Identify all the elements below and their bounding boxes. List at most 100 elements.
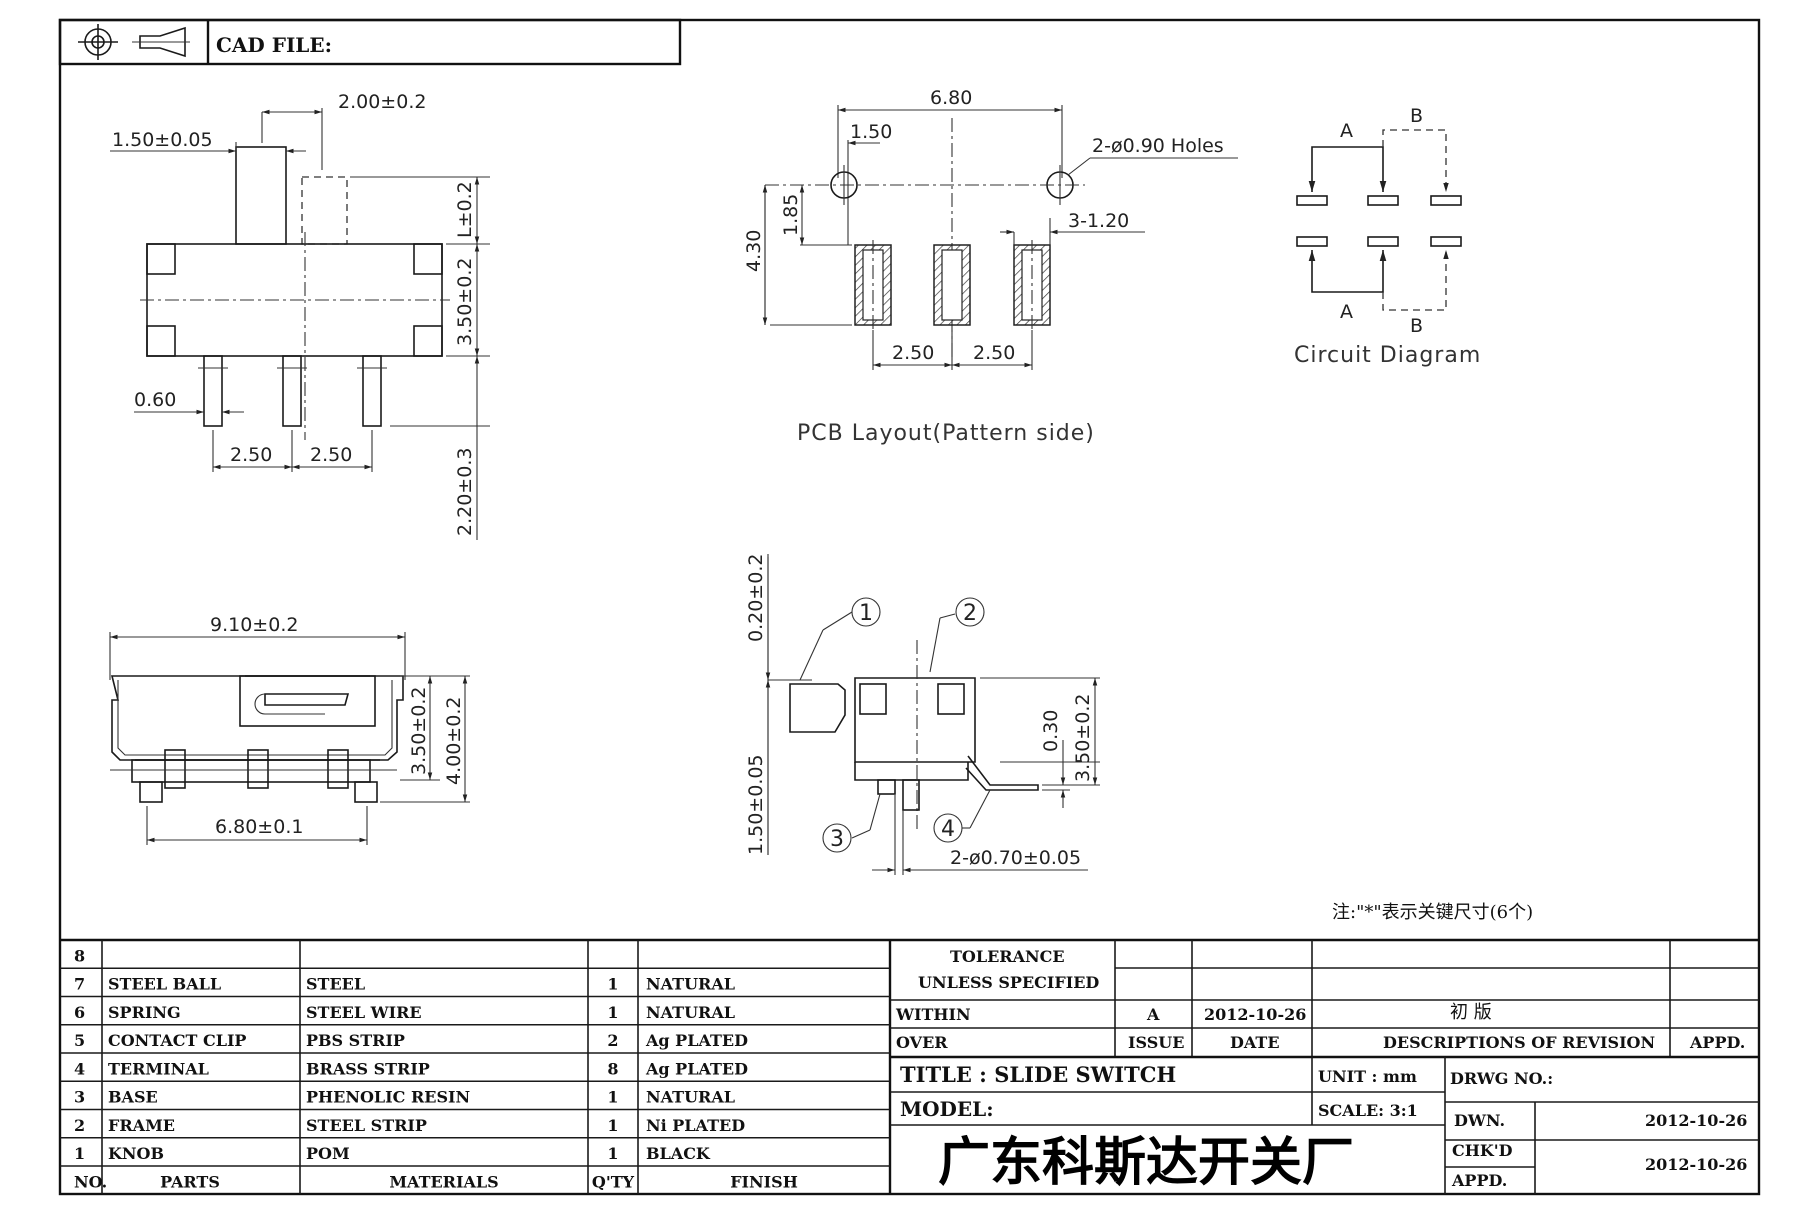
section-view: 0.20±0.2 1 2 3 4 1.50±0.05 0.30 (745, 554, 1100, 875)
callout-4: 4 (941, 817, 955, 842)
table-cell-qty: 1 (607, 1003, 618, 1022)
table-cell-material: PBS STRIP (306, 1031, 405, 1050)
table-cell-no: 3 (74, 1088, 85, 1107)
table-cell-part: STEEL BALL (108, 975, 221, 994)
drawing-number-label: DRWG NO.: (1450, 1069, 1553, 1088)
table-cell-qty: 1 (607, 1088, 618, 1107)
table-cell-qty: 8 (607, 1059, 618, 1078)
table-header-cell: Q'TY (592, 1172, 635, 1191)
dim-pin-width: 0.60 (134, 389, 176, 411)
dim-knob-width: 1.50±0.05 (112, 129, 213, 151)
unless-specified-label: UNLESS SPECIFIED (918, 973, 1099, 992)
sec-dim-knob-height: 1.50±0.05 (745, 754, 767, 855)
pcb-dim-holes: 2-ø0.90 Holes (1092, 135, 1224, 157)
key-dimension-note: 注:"*"表示关键尺寸(6个) (1332, 902, 1533, 923)
checked-label: CHK'D (1452, 1141, 1513, 1160)
table-cell-part: BASE (108, 1088, 158, 1107)
sec-dim-knob-protrusion: 0.20±0.2 (745, 554, 767, 642)
table-cell-qty: 2 (607, 1031, 618, 1050)
revision-description: 初 版 (1450, 1002, 1492, 1023)
sec-dim-body-height: 3.50±0.2 (1072, 694, 1094, 782)
dim-total-height-side: 4.00±0.2 (443, 697, 465, 785)
circuit-label-b-top: B (1410, 105, 1423, 127)
table-cell-no: 2 (74, 1116, 85, 1135)
callout-2: 2 (963, 601, 977, 626)
table-cell-finish: NATURAL (646, 1003, 735, 1022)
company-name: 广东科斯达开关厂 (938, 1133, 1354, 1193)
pcb-dim-pitch-1: 2.50 (892, 342, 934, 364)
table-cell-material: PHENOLIC RESIN (306, 1088, 470, 1107)
checked-date: 2012-10-26 (1645, 1155, 1747, 1174)
callout-1: 1 (859, 601, 873, 626)
table-cell-finish: Ni PLATED (646, 1116, 745, 1135)
tolerance-label: TOLERANCE (950, 947, 1065, 966)
table-cell-no: 8 (74, 946, 85, 965)
dim-body-height: 3.50±0.2 (454, 258, 476, 346)
table-header-cell: MATERIALS (389, 1172, 498, 1191)
table-cell-part: SPRING (108, 1003, 181, 1022)
table-cell-qty: 1 (607, 1116, 618, 1135)
over-label: OVER (896, 1033, 948, 1052)
circuit-diagram: A B A B Circuit Diagram (1294, 105, 1481, 368)
table-cell-part: CONTACT CLIP (108, 1031, 246, 1050)
drawing-title: TITLE : SLIDE SWITCH (900, 1062, 1176, 1087)
table-header-cell: FINISH (730, 1172, 798, 1191)
title-block: TOLERANCE UNLESS SPECIFIED WITHIN OVER A… (890, 940, 1759, 1194)
callout-3: 3 (830, 827, 844, 852)
model-label: MODEL: (900, 1097, 994, 1121)
sec-dim-lug-diameter: 2-ø0.70±0.05 (950, 847, 1081, 869)
approved-label: APPD. (1451, 1171, 1507, 1190)
sec-dim-terminal-thickness: 0.30 (1040, 710, 1062, 752)
circuit-label-a-bottom: A (1340, 301, 1353, 323)
table-cell-no: 1 (74, 1144, 85, 1163)
table-cell-material: STEEL WIRE (306, 1003, 422, 1022)
table-header-cell: PARTS (160, 1172, 220, 1191)
table-cell-qty: 1 (607, 1144, 618, 1163)
table-cell-part: TERMINAL (108, 1059, 209, 1078)
table-cell-no: 5 (74, 1031, 85, 1050)
table-cell-finish: NATURAL (646, 1088, 735, 1107)
table-cell-no: 7 (74, 975, 85, 994)
revision-date: 2012-10-26 (1204, 1005, 1306, 1024)
pcb-dim-offset: 1.50 (850, 121, 892, 143)
pcb-layout: 6.80 1.50 2-ø0.90 Holes 4.30 1.85 3-1.20 (743, 87, 1238, 446)
drawing-border (58, 18, 1761, 1196)
dim-knob-height: L±0.2 (454, 181, 476, 238)
pcb-dim-total-height: 4.30 (743, 230, 765, 272)
table-cell-part: FRAME (108, 1116, 175, 1135)
dim-pin-pitch-1: 2.50 (230, 444, 272, 466)
unit-label: UNIT : mm (1318, 1067, 1417, 1086)
circuit-diagram-title: Circuit Diagram (1294, 343, 1481, 368)
table-cell-no: 6 (74, 1003, 85, 1022)
table-cell-finish: Ag PLATED (645, 1031, 748, 1050)
table-cell-no: 4 (74, 1059, 85, 1078)
dim-knob-pitch: 2.00±0.2 (338, 91, 426, 113)
within-label: WITHIN (895, 1005, 971, 1024)
date-label: DATE (1230, 1033, 1280, 1052)
scale-label: SCALE: 3:1 (1318, 1101, 1418, 1120)
table-cell-qty: 1 (607, 975, 618, 994)
drawn-date: 2012-10-26 (1645, 1111, 1747, 1130)
pcb-dim-hole-span: 6.80 (930, 87, 972, 109)
side-view: 9.10±0.2 3.50±0.2 4.00±0.2 6.80±0.1 (109, 614, 470, 845)
table-cell-material: STEEL (306, 975, 365, 994)
dim-overall-length: 9.10±0.2 (210, 614, 298, 636)
issue-label: ISSUE (1128, 1033, 1184, 1052)
circuit-label-a-top: A (1340, 120, 1353, 142)
pcb-dim-hole-offset: 1.85 (780, 194, 802, 236)
dim-lug-span: 6.80±0.1 (215, 816, 303, 838)
pcb-dim-pad-width: 3-1.20 (1068, 210, 1129, 232)
table-header-cell: NO. (74, 1172, 107, 1191)
table-cell-material: STEEL STRIP (306, 1116, 427, 1135)
circuit-label-b-bottom: B (1410, 315, 1423, 337)
table-cell-material: BRASS STRIP (306, 1059, 430, 1078)
table-cell-part: KNOB (108, 1144, 164, 1163)
table-cell-finish: Ag PLATED (645, 1059, 748, 1078)
drawn-label: DWN. (1454, 1111, 1505, 1130)
cad-file-label: CAD FILE: (216, 33, 332, 57)
table-cell-finish: NATURAL (646, 975, 735, 994)
appd-label: APPD. (1689, 1033, 1745, 1052)
header-block: CAD FILE: (58, 18, 682, 66)
